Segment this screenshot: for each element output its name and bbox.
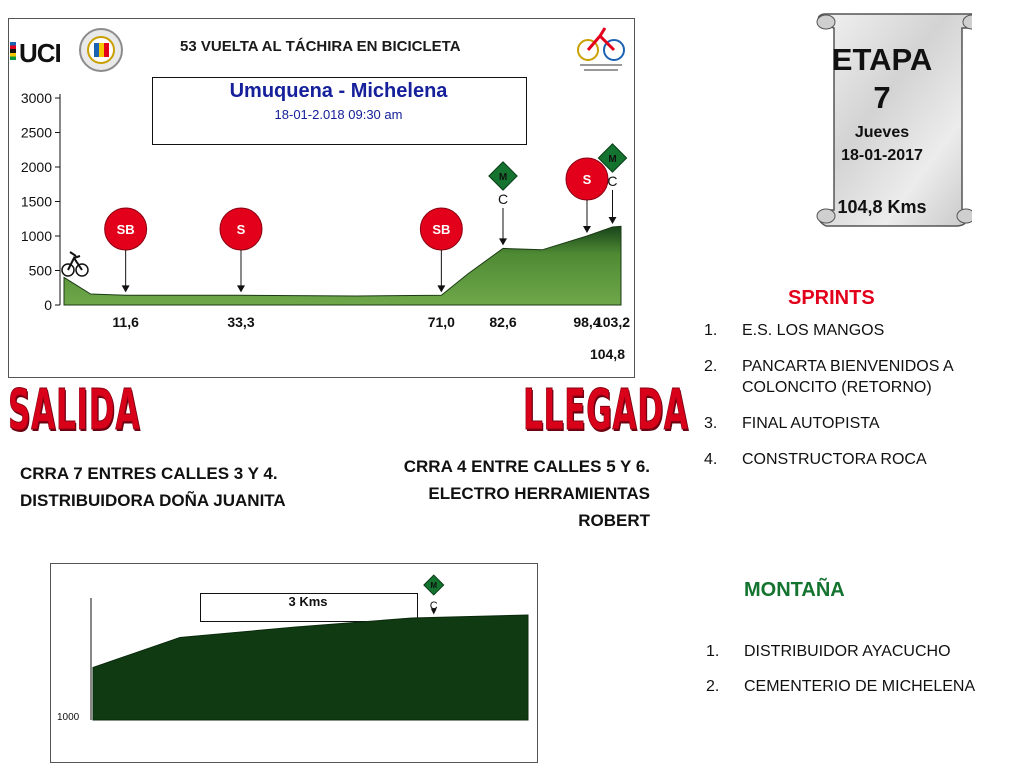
climb-distance-box (200, 593, 418, 622)
y-tick-label: 1500 (21, 194, 52, 210)
llegada-address: CRRA 4 ENTRE CALLES 5 Y 6. ELECTRO HERRA… (403, 457, 650, 530)
y-tick-label: 500 (29, 263, 53, 279)
climb-axis-tick: 1000 (57, 712, 80, 723)
sprints-list: 1.E.S. LOS MANGOS 2.PANCARTA BIENVENIDOS… (704, 320, 1014, 485)
uci-logo: UCI (19, 38, 62, 68)
sprint-marker-label: SB (432, 222, 450, 237)
list-item: 1.DISTRIBUIDOR AYACUCHO (706, 643, 951, 660)
sprint-marker-label: S (237, 222, 246, 237)
cycling-association-logo-icon (577, 27, 625, 71)
mountain-marker (488, 161, 518, 191)
mountain-marker (423, 574, 445, 596)
mountain-marker-label: M (499, 172, 507, 183)
marker-arrowhead (437, 285, 446, 293)
mountain-marker-label: M (608, 154, 616, 165)
etapa-title: ETAPA (831, 42, 933, 77)
x-tick-label: 71,0 (428, 314, 455, 330)
elevation-profile-chart: 3000 2500 2000 1500 1000 500 0 SB 11,6 S 33,3 SB 71,… (21, 90, 630, 362)
marker-arrowhead (499, 238, 508, 246)
mountain-category-label: C (430, 600, 438, 612)
stage-name: Umuquena - Michelena (229, 80, 448, 102)
federation-seal-icon (79, 28, 123, 72)
mountain-marker-label: M (430, 581, 437, 590)
x-tick-label: 11,6 (112, 314, 139, 330)
mountain-category-label: C (607, 173, 617, 189)
total-distance-label: 104,8 (590, 346, 625, 362)
stage-datetime: 18-01-2.018 09:30 am (274, 107, 403, 122)
montana-heading: MONTAÑA (744, 579, 845, 601)
sprint-marker-label: SB (117, 222, 135, 237)
mountain-marker (597, 143, 628, 173)
list-item: 2.PANCARTA BIENVENIDOS A COLONCITO (RETO… (704, 358, 953, 396)
x-tick-label: 103,2 (595, 314, 630, 330)
etapa-scroll (816, 13, 972, 227)
marker-arrowhead (121, 285, 130, 293)
stage-info-box (152, 77, 527, 145)
y-tick-label: 0 (44, 297, 52, 313)
llegada-label: LLEGADA (523, 378, 689, 444)
marker-arrowhead (430, 608, 437, 615)
x-tick-label: 98,4 (573, 314, 600, 330)
uci-stripes-icon (10, 42, 16, 60)
list-item: 2.CEMENTERIO DE MICHELENA (706, 678, 976, 695)
mountain-category-label: C (498, 191, 508, 207)
cyclist-icon (61, 251, 89, 277)
salida-label: SALIDA (8, 378, 141, 444)
marker-arrowhead (608, 217, 617, 225)
sprints-heading: SPRINTS (788, 287, 875, 309)
sprint-marker-label: S (583, 172, 592, 187)
salida-address: CRRA 7 ENTRES CALLES 3 Y 4. DISTRIBUIDOR… (20, 464, 286, 510)
climb-profile-chart: MC (90, 574, 529, 721)
etapa-distance: 104,8 Kms (837, 197, 927, 217)
climb-distance: 3 Kms (288, 594, 328, 609)
list-item: 3.FINAL AUTOPISTA (704, 415, 880, 432)
race-title: 53 VUELTA AL TÁCHIRA EN BICICLETA (180, 38, 461, 55)
list-item: 1.E.S. LOS MANGOS (704, 322, 885, 339)
x-tick-label: 33,3 (227, 314, 254, 330)
list-item: 4.CONSTRUCTORA ROCA (704, 451, 927, 468)
marker-arrowhead (582, 226, 591, 233)
elevation-area (63, 225, 622, 306)
climb-area (92, 614, 529, 721)
etapa-day: Jueves (854, 124, 910, 141)
marker-arrowhead (236, 285, 245, 293)
y-tick-label: 2500 (21, 125, 52, 141)
x-tick-label: 82,6 (489, 314, 516, 330)
y-tick-label: 2000 (21, 159, 52, 175)
etapa-number: 7 (873, 80, 891, 115)
y-tick-label: 3000 (21, 90, 52, 106)
y-tick-label: 1000 (21, 228, 52, 244)
etapa-date: 18-01-2017 (841, 147, 923, 164)
montana-list: 1.DISTRIBUIDOR AYACUCHO 2.CEMENTERIO DE … (706, 641, 1006, 711)
